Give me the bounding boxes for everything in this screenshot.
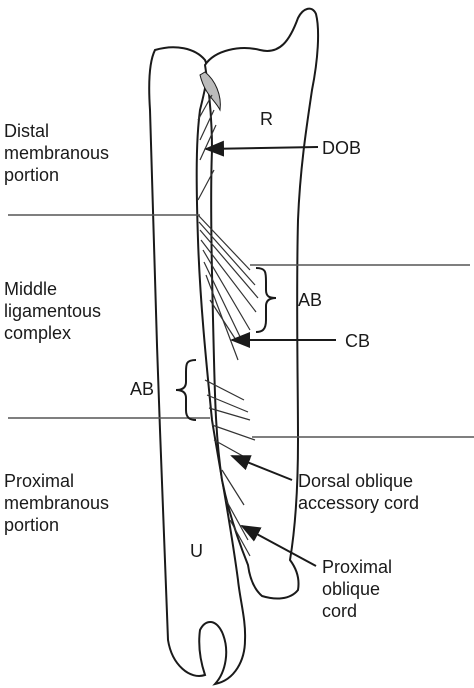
proximal-oblique-label: Proximal oblique cord — [322, 557, 393, 621]
ulna-bone — [148, 46, 247, 686]
interosseous-membrane-fibers — [197, 94, 259, 557]
ulna-label: U — [190, 541, 203, 561]
proximal-membranous-label: Proximal membranous portion — [4, 471, 110, 535]
radius-label: R — [260, 109, 273, 129]
cb-label: CB — [345, 331, 371, 351]
distal-radioulnar-joint — [199, 71, 221, 112]
ab-left-label: AB — [130, 379, 155, 399]
middle-ligamentous-label: Middle ligamentous complex — [4, 279, 102, 343]
dorsal-oblique-label: Dorsal oblique accessory cord — [298, 471, 420, 513]
proximal-oblique-arrow — [240, 525, 317, 567]
distal-membranous-label: Distal membranous portion — [4, 121, 110, 185]
ab-right-brace — [255, 267, 277, 333]
dob-arrow — [204, 140, 319, 157]
dorsal-oblique-arrow — [230, 455, 293, 481]
ab-right-label: AB — [298, 290, 323, 310]
ab-left-brace — [175, 359, 197, 421]
dob-label: DOB — [322, 138, 362, 158]
